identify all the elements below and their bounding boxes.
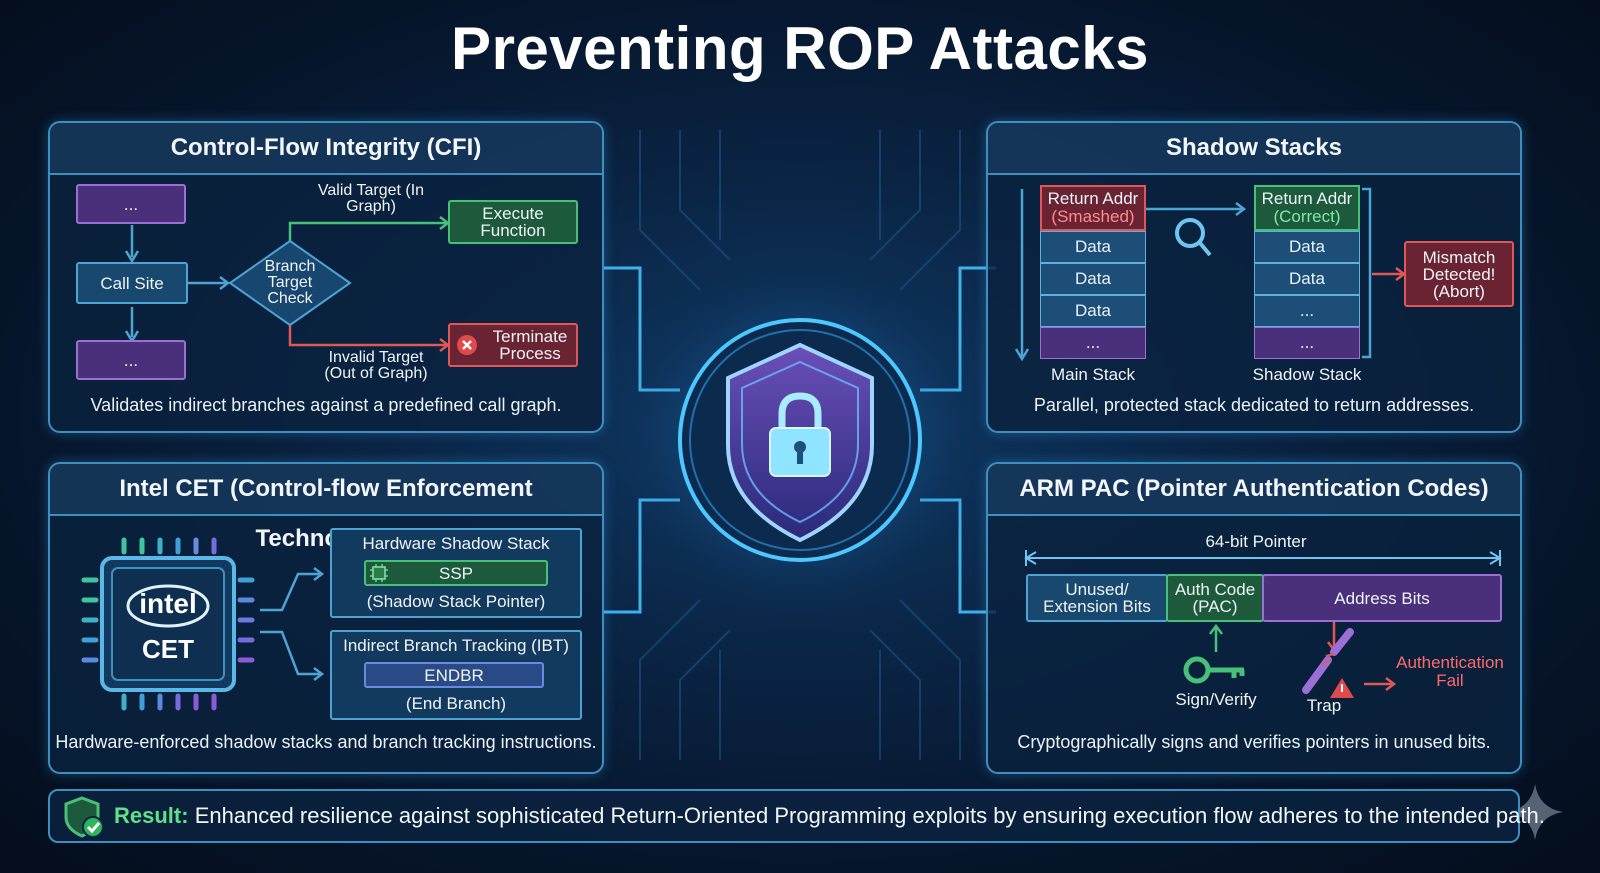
chip-label: CET bbox=[142, 634, 194, 664]
shadow-stacks-caption: Parallel, protected stack dedicated to r… bbox=[1033, 395, 1475, 415]
sparkle-icon bbox=[1507, 784, 1563, 840]
magnifier-icon bbox=[1175, 218, 1212, 257]
ssp-label: SSP bbox=[438, 563, 474, 583]
page-title: Preventing ROP Attacks bbox=[451, 15, 1149, 82]
shadow-stacks-heading: Shadow Stacks bbox=[988, 123, 1520, 175]
result-prefix: Result: bbox=[114, 803, 189, 828]
shadow-stack-cell: Data bbox=[1254, 263, 1360, 295]
shadow-stack-arrows bbox=[1014, 187, 1407, 362]
ssp-description: (Shadow Stack Pointer) bbox=[366, 592, 546, 611]
shadow-stack-top: Return Addr (Correct) bbox=[1254, 185, 1360, 231]
valid-target-label: Valid Target (In Graph) bbox=[317, 182, 425, 215]
cfi-heading: Control-Flow Integrity (CFI) bbox=[50, 123, 602, 175]
shadow-stacks-panel: Shadow Stacks Return Addr (Smashed) Data… bbox=[986, 121, 1522, 433]
terminate-process-node: Terminate Process bbox=[448, 323, 578, 367]
branch-target-check-label: Branch Target Check bbox=[264, 258, 316, 307]
cfi-panel: Control-Flow Integrity (CFI) ... Call Si… bbox=[48, 121, 604, 433]
shadow-stack-cell: ... bbox=[1254, 295, 1360, 327]
unused-bits-segment: Unused/ Extension Bits bbox=[1026, 574, 1168, 622]
main-stack-cell: Data bbox=[1040, 263, 1146, 295]
shadow-stack-top-line1: Return Addr bbox=[1261, 189, 1353, 208]
main-stack-cell: ... bbox=[1040, 327, 1146, 359]
trap-label: Trap bbox=[1306, 696, 1342, 715]
endbr-label: ENDBR bbox=[424, 665, 484, 685]
main-stack-cell: Data bbox=[1040, 295, 1146, 327]
key-icon bbox=[1183, 656, 1245, 684]
main-stack-top: Return Addr (Smashed) bbox=[1040, 185, 1146, 231]
shield-check-icon bbox=[64, 796, 104, 838]
main-stack-top-line2: (Smashed) bbox=[1051, 207, 1135, 226]
mismatch-detected-node: Mismatch Detected! (Abort) bbox=[1404, 241, 1514, 307]
endbr-description: (End Branch) bbox=[405, 694, 507, 713]
x-circle-icon bbox=[457, 335, 477, 355]
intel-cet-panel: Intel CET (Control-flow Enforcement Tech… bbox=[48, 462, 604, 774]
call-site-node: Call Site bbox=[76, 262, 188, 304]
shield-lock-icon bbox=[726, 342, 874, 543]
main-stack-top-line1: Return Addr bbox=[1047, 189, 1139, 208]
cfi-bottom-node: ... bbox=[76, 340, 186, 380]
arm-pac-panel: ARM PAC (Pointer Authentication Codes) 6… bbox=[986, 462, 1522, 774]
main-stack-cell: Data bbox=[1040, 231, 1146, 263]
sign-verify-label: Sign/Verify bbox=[1175, 690, 1257, 709]
terminate-label: Terminate Process bbox=[492, 327, 568, 363]
authentication-fail-label: Authentication Fail bbox=[1396, 653, 1504, 690]
auth-code-segment: Auth Code (PAC) bbox=[1166, 574, 1264, 622]
arm-pac-heading: ARM PAC (Pointer Authentication Codes) bbox=[988, 464, 1520, 516]
register-chip-icon bbox=[370, 564, 388, 582]
execute-function-node: Execute Function bbox=[448, 200, 578, 244]
result-banner: Result: Enhanced resilience against soph… bbox=[48, 789, 1545, 843]
ssp-register: SSP bbox=[364, 560, 548, 586]
cfi-caption: Validates indirect branches against a pr… bbox=[90, 395, 562, 415]
ibt-title: Indirect Branch Tracking (IBT) bbox=[343, 636, 569, 655]
shadow-stack-top-line2: (Correct) bbox=[1273, 207, 1341, 226]
cfi-top-node: ... bbox=[76, 184, 186, 224]
pointer-width-label: 64-bit Pointer bbox=[1205, 532, 1307, 551]
cet-arrows bbox=[260, 567, 325, 681]
arm-pac-caption: Cryptographically signs and verifies poi… bbox=[1017, 732, 1491, 752]
shadow-stack-cell: ... bbox=[1254, 327, 1360, 359]
result-body: Enhanced resilience against sophisticate… bbox=[194, 803, 1545, 828]
result-text: Result: Enhanced resilience against soph… bbox=[114, 791, 1545, 841]
endbr-instruction: ENDBR bbox=[364, 662, 544, 688]
hss-title: Hardware Shadow Stack bbox=[362, 534, 550, 553]
main-stack-label: Main Stack bbox=[1050, 365, 1136, 384]
shadow-stack-cell: Data bbox=[1254, 231, 1360, 263]
shadow-stack-label: Shadow Stack bbox=[1252, 365, 1362, 384]
address-bits-segment: Address Bits bbox=[1262, 574, 1502, 622]
cfi-flow-arrows bbox=[124, 216, 451, 352]
pac-diagram bbox=[1024, 550, 1502, 698]
chip-brand: intel bbox=[139, 588, 197, 619]
invalid-target-label: Invalid Target (Out of Graph) bbox=[324, 349, 428, 382]
chip-icon bbox=[81, 537, 255, 711]
broken-pointer-warning-icon bbox=[1302, 628, 1354, 698]
intel-cet-caption: Hardware-enforced shadow stacks and bran… bbox=[55, 732, 597, 752]
